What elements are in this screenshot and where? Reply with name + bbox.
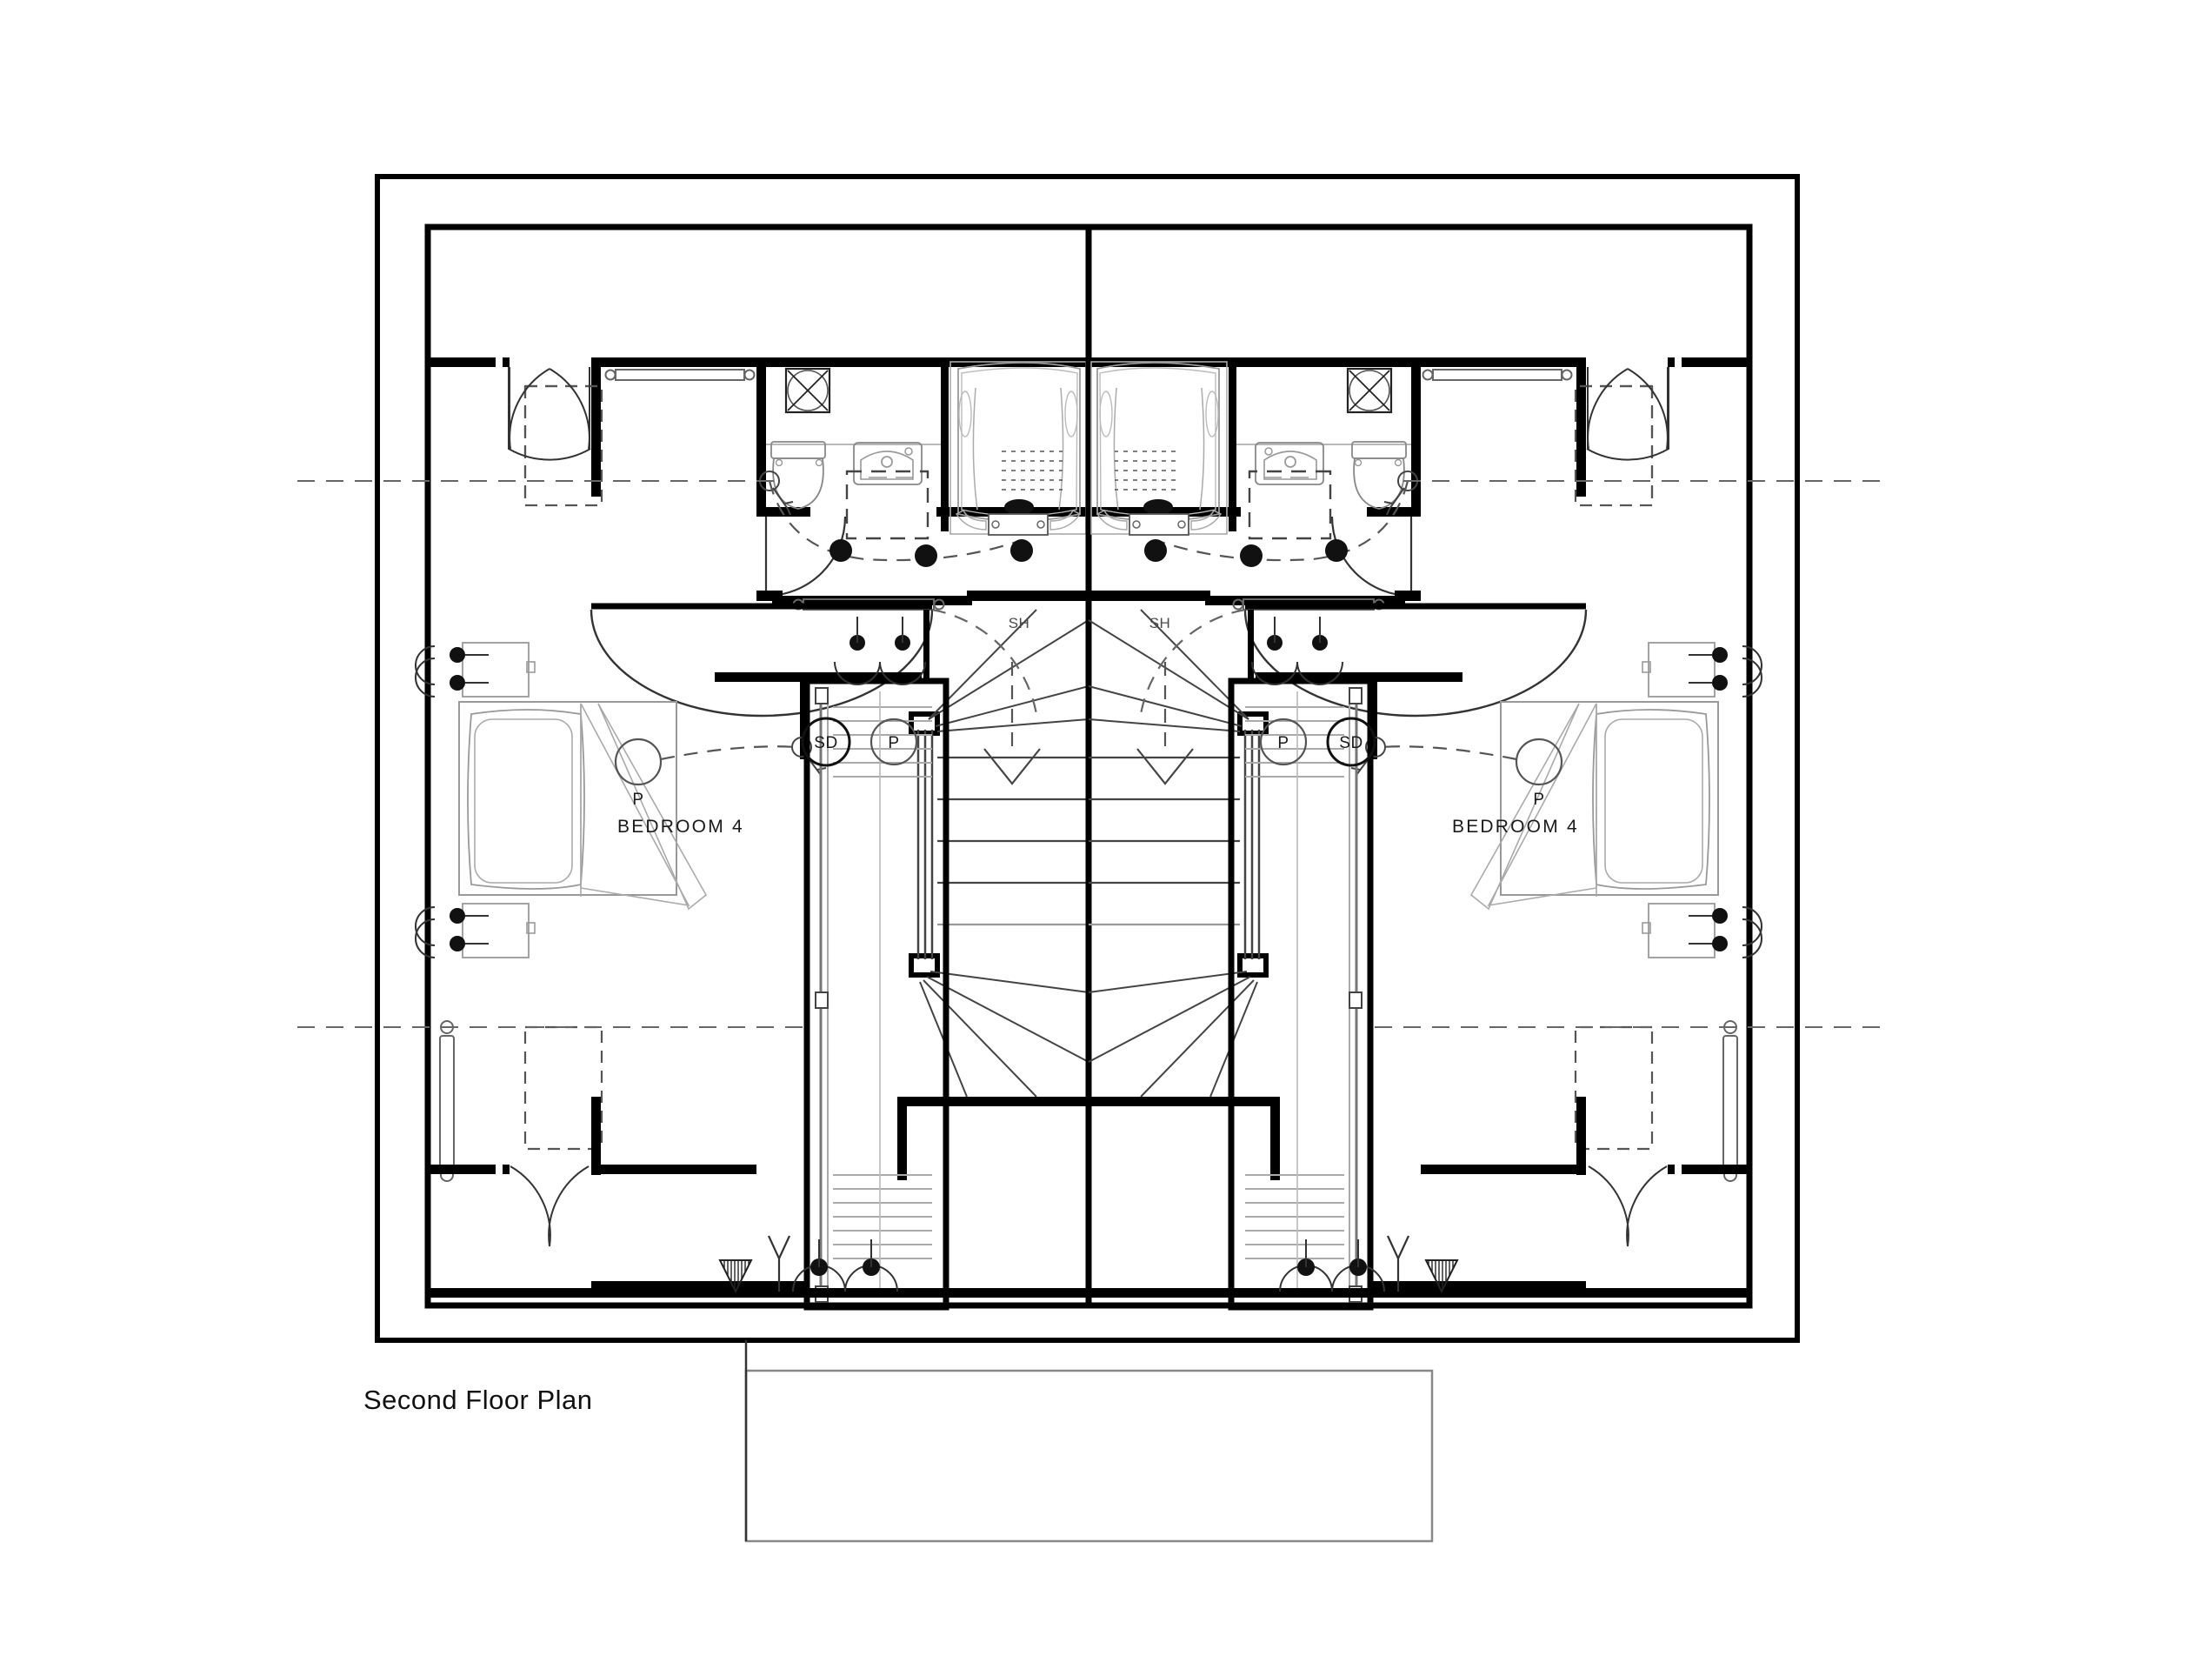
room-label-bedroom4-right: BEDROOM 4 bbox=[1452, 817, 1579, 837]
sheet-title: Second Floor Plan bbox=[363, 1385, 593, 1415]
right-unit bbox=[1089, 227, 1880, 1307]
smoke-detector-icon-left: SD bbox=[801, 717, 851, 767]
shower-valve-label-right: SH bbox=[1149, 615, 1171, 631]
room-label-bedroom4-left: BEDROOM 4 bbox=[617, 817, 744, 837]
pendant-light-label-left: P bbox=[888, 734, 899, 752]
pendant-light-icon-left: P bbox=[869, 718, 918, 766]
pendant-light-label-right: P bbox=[1277, 734, 1289, 752]
smoke-detector-label-left: SD bbox=[814, 734, 837, 752]
smoke-detector-icon-right: SD bbox=[1326, 717, 1376, 767]
pendant-light-icon-right: P bbox=[1259, 718, 1308, 766]
left-unit bbox=[297, 227, 1089, 1307]
shower-valve-label-left: SH bbox=[1009, 615, 1030, 631]
pendant-light-label-bedroom-left: P bbox=[632, 791, 643, 809]
smoke-detector-label-right: SD bbox=[1339, 734, 1363, 752]
pendant-light-label-bedroom-right: P bbox=[1533, 791, 1544, 809]
sheet-border bbox=[375, 174, 1800, 1343]
title-block bbox=[744, 1369, 1434, 1543]
